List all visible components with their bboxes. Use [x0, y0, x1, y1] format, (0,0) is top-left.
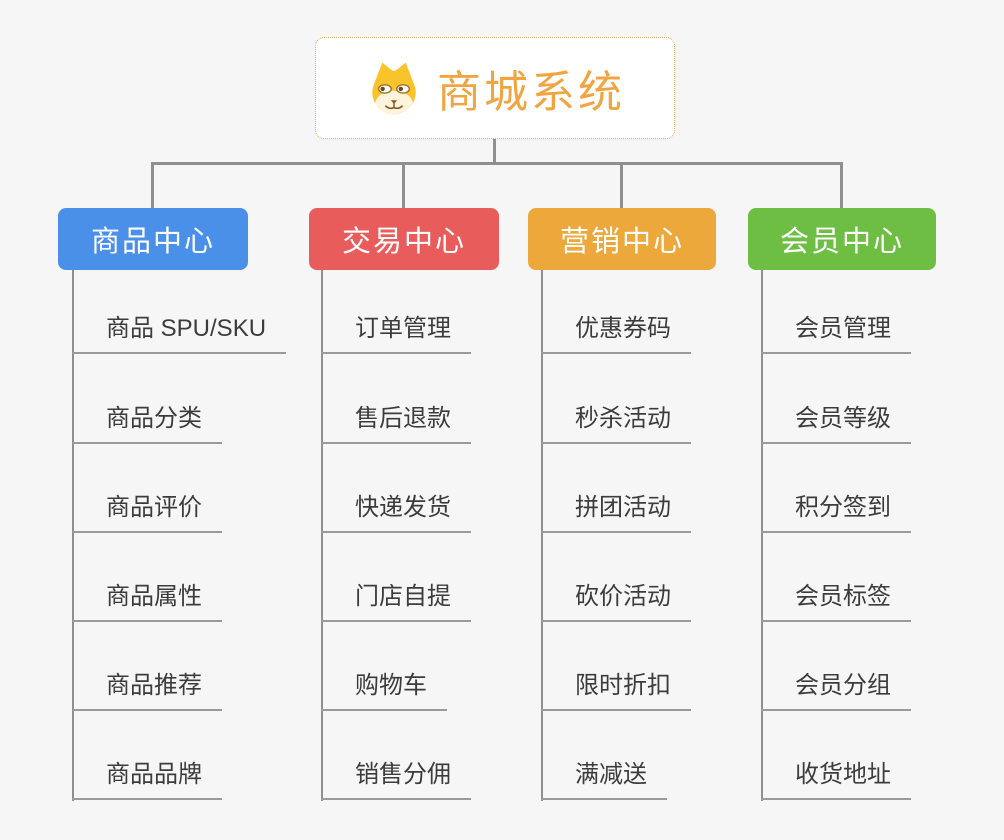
leaf-node[interactable]: 会员管理	[761, 314, 911, 354]
leaf-node[interactable]: 订单管理	[321, 314, 471, 354]
connector-root-stub	[493, 139, 496, 164]
leaf-node[interactable]: 拼团活动	[541, 493, 691, 533]
connector-drop-product	[151, 162, 154, 208]
connector-drop-trade	[402, 162, 405, 208]
leaf-node[interactable]: 商品推荐	[72, 671, 222, 711]
leaf-node[interactable]: 会员等级	[761, 404, 911, 444]
leaf-node[interactable]: 销售分佣	[321, 760, 471, 800]
leaf-node[interactable]: 门店自提	[321, 582, 471, 622]
connector-drop-member	[840, 162, 843, 208]
leaf-node[interactable]: 商品分类	[72, 404, 222, 444]
leaf-node[interactable]: 满减送	[541, 760, 667, 800]
connector-branchline-trade	[321, 270, 323, 801]
dog-face-icon	[372, 62, 416, 115]
branch-product-center[interactable]: 商品中心	[58, 208, 248, 270]
leaf-node[interactable]: 秒杀活动	[541, 404, 691, 444]
root-node[interactable]: 商城系统	[315, 37, 675, 139]
connector-branchline-marketing	[541, 270, 543, 801]
connector-rail	[151, 162, 842, 165]
root-title: 商城系统	[437, 68, 625, 117]
leaf-node[interactable]: 商品 SPU/SKU	[72, 314, 287, 354]
leaf-node[interactable]: 商品属性	[72, 582, 222, 622]
branch-marketing-center[interactable]: 营销中心	[528, 208, 716, 270]
leaf-node[interactable]: 购物车	[321, 671, 447, 711]
leaf-node[interactable]: 商品品牌	[72, 760, 222, 800]
leaf-node[interactable]: 限时折扣	[541, 671, 691, 711]
leaf-node[interactable]: 砍价活动	[541, 582, 691, 622]
leaf-node[interactable]: 售后退款	[321, 404, 471, 444]
leaf-node[interactable]: 快递发货	[321, 493, 471, 533]
connector-branchline-product	[72, 270, 74, 801]
leaf-node[interactable]: 优惠券码	[541, 314, 691, 354]
leaf-node[interactable]: 积分签到	[761, 493, 911, 533]
leaf-node[interactable]: 收货地址	[761, 760, 911, 800]
connector-drop-marketing	[620, 162, 623, 208]
leaf-node[interactable]: 会员分组	[761, 671, 911, 711]
branch-member-center[interactable]: 会员中心	[748, 208, 936, 270]
connector-branchline-member	[761, 270, 763, 801]
branch-trade-center[interactable]: 交易中心	[309, 208, 499, 270]
leaf-node[interactable]: 商品评价	[72, 493, 222, 533]
leaf-node[interactable]: 会员标签	[761, 582, 911, 622]
